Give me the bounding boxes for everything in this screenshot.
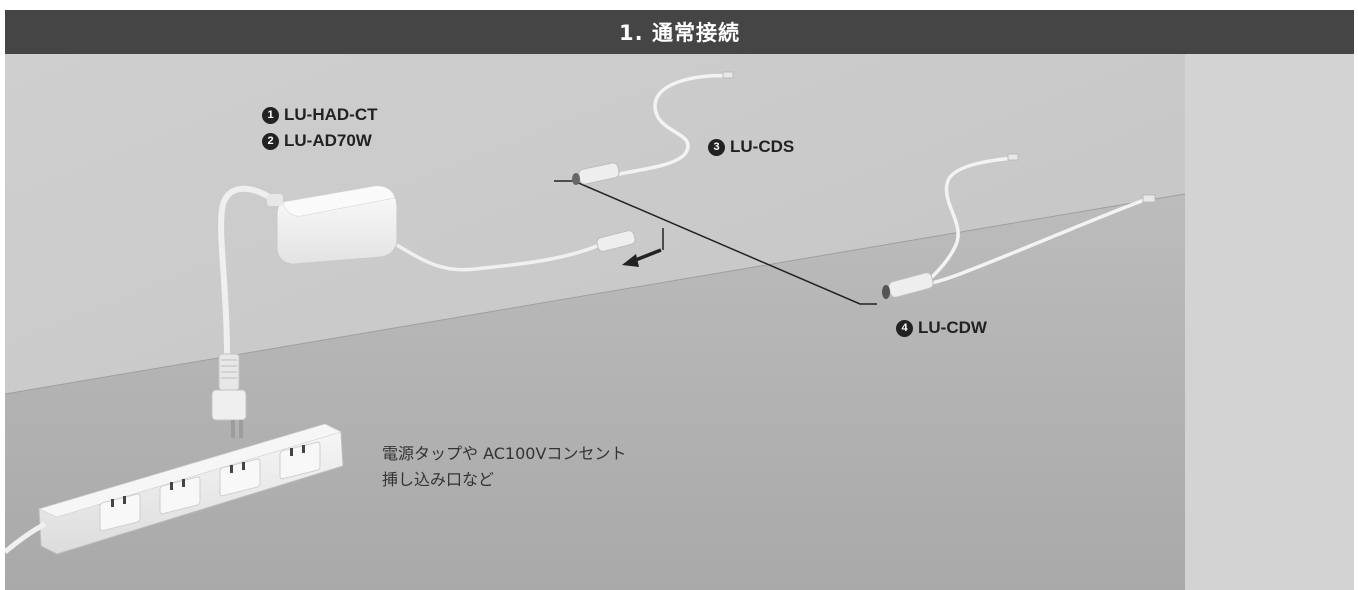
number-badge-4: 4 bbox=[896, 319, 913, 337]
scene-illustration bbox=[5, 54, 1354, 590]
section-title-bar: 1. 通常接続 bbox=[5, 10, 1354, 54]
model-name-4: LU-CDW bbox=[918, 318, 987, 337]
connector-lu-cds bbox=[572, 162, 620, 185]
ac-adapter bbox=[267, 185, 398, 265]
number-badge-1: 1 bbox=[262, 106, 279, 124]
cable-lu-cdw bbox=[925, 156, 1149, 286]
callout-line bbox=[554, 180, 877, 305]
right-side-panel bbox=[1185, 54, 1354, 590]
connector-lu-cdw bbox=[882, 272, 934, 299]
number-badge-2: 2 bbox=[262, 132, 279, 150]
dc-connector bbox=[596, 230, 636, 252]
power-strip bbox=[5, 423, 344, 555]
product-label-1: 1 LU-HAD-CT bbox=[262, 105, 377, 125]
model-name-2: LU-AD70W bbox=[284, 131, 372, 150]
outlet-note-line-1: 電源タップや AC100Vコンセント bbox=[382, 444, 627, 463]
ac-cord bbox=[218, 185, 280, 357]
number-badge-3: 3 bbox=[708, 138, 725, 156]
dc-cable bbox=[377, 233, 599, 272]
product-label-3: 3 LU-CDS bbox=[708, 137, 794, 157]
direction-arrow bbox=[622, 248, 662, 267]
cable-lu-cds bbox=[613, 73, 729, 177]
power-plug bbox=[211, 353, 247, 438]
product-label-4: 4 LU-CDW bbox=[896, 318, 987, 338]
model-name-3: LU-CDS bbox=[730, 137, 795, 156]
section-title: 1. 通常接続 bbox=[619, 21, 740, 45]
model-name-1: LU-HAD-CT bbox=[284, 105, 378, 124]
outlet-note-line-2: 挿し込み口など bbox=[382, 470, 495, 489]
outlet-note: 電源タップや AC100Vコンセント 挿し込み口など bbox=[382, 441, 626, 493]
product-label-2: 2 LU-AD70W bbox=[262, 131, 372, 151]
